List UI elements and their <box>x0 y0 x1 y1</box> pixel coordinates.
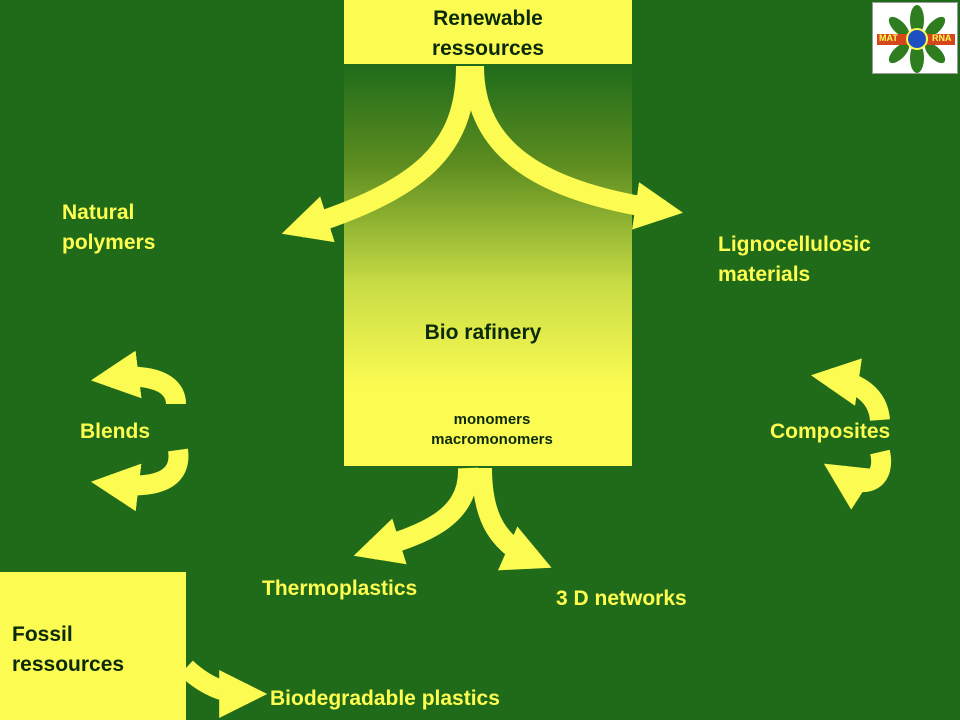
composites-arrow-lower <box>823 449 892 510</box>
renewable-box <box>344 0 632 64</box>
composites-label: Composites <box>770 420 891 443</box>
fossil-label: Fossil ressources <box>12 623 125 676</box>
logo-left-text: MAT <box>879 33 898 43</box>
matorna-logo: MAT RNA <box>872 2 958 74</box>
thermoplastics-label: Thermoplastics <box>262 577 418 600</box>
blends-arrow-upper <box>90 350 186 406</box>
3d-networks-label: 3 D networks <box>556 587 687 610</box>
matorna-logo-icon <box>877 5 955 73</box>
arrow-to-3d-networks <box>472 467 552 571</box>
bio-rafinery-label: Bio rafinery <box>424 321 542 344</box>
fossil-box <box>0 572 186 720</box>
lignocellulosic-label: Lignocellulosic materials <box>718 233 871 286</box>
natural-polymers-label: Natural polymers <box>62 201 156 254</box>
blends-arrow-lower <box>90 448 189 512</box>
biodegradable-label: Biodegradable plastics <box>270 687 500 710</box>
arrow-to-natural-polymers <box>281 65 476 243</box>
logo-right-text: RNA <box>932 33 952 43</box>
arrow-to-thermoplastics <box>353 467 478 565</box>
composites-arrow-upper <box>810 358 890 422</box>
blends-label: Blends <box>80 420 151 443</box>
monomers-label: monomers macromonomers <box>431 411 553 448</box>
renewable-label: Renewable ressources <box>431 7 545 60</box>
arrow-fossil-to-biodegradable <box>179 660 268 718</box>
arrow-to-lignocellulosic <box>464 65 684 230</box>
